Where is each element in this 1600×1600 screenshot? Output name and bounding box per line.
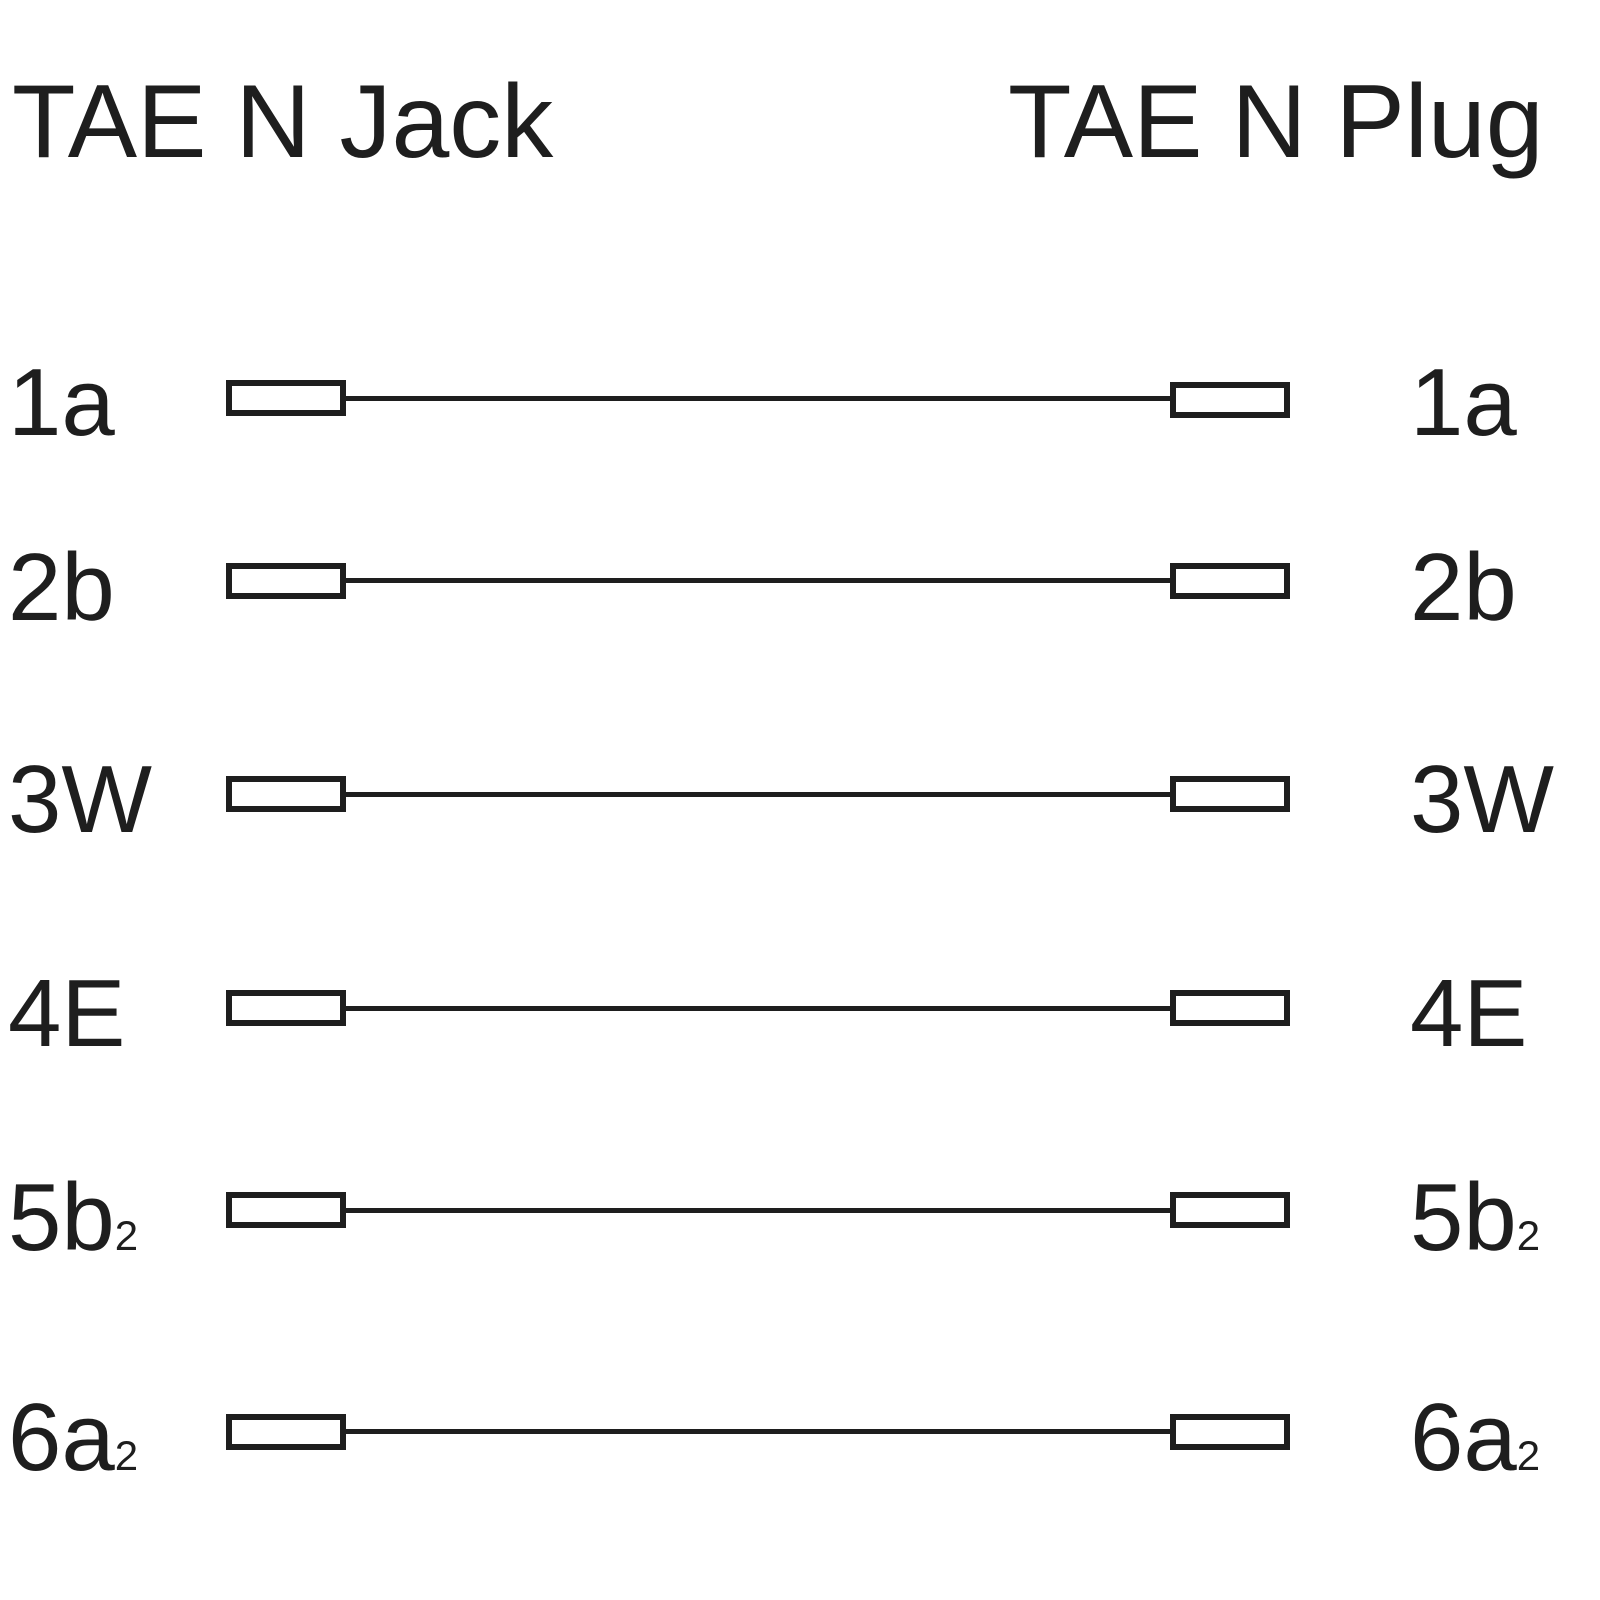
jack-pin-label: 3W [8,746,152,853]
jack-title: TAE N Jack [12,64,554,180]
plug-pin-label: 6a2 [1410,1384,1541,1491]
wire [346,1208,1170,1213]
jack-pin-terminal [226,563,346,599]
wire [346,396,1170,401]
plug-pin-label: 3W [1410,746,1554,853]
jack-pin-label: 4E [8,960,126,1067]
jack-pin-terminal [226,1192,346,1228]
wire [346,1429,1170,1434]
wire [346,792,1170,797]
jack-pin-label: 5b2 [8,1164,139,1271]
jack-pin-label: 2b [8,534,115,641]
plug-pin-terminal [1170,990,1290,1026]
jack-pin-terminal [226,776,346,812]
plug-pin-label: 4E [1410,960,1528,1067]
plug-pin-label: 5b2 [1410,1164,1541,1271]
plug-pin-terminal [1170,1414,1290,1450]
plug-pin-terminal [1170,563,1290,599]
jack-pin-terminal [226,990,346,1026]
plug-title: TAE N Plug [1008,64,1544,180]
plug-pin-terminal [1170,382,1290,418]
jack-pin-label: 1a [8,349,115,456]
plug-pin-label: 1a [1410,349,1517,456]
wire [346,578,1170,583]
jack-pin-terminal [226,1414,346,1450]
plug-pin-terminal [1170,1192,1290,1228]
plug-pin-label: 2b [1410,534,1517,641]
wire [346,1006,1170,1011]
jack-pin-label: 6a2 [8,1384,139,1491]
jack-pin-terminal [226,380,346,416]
plug-pin-terminal [1170,776,1290,812]
